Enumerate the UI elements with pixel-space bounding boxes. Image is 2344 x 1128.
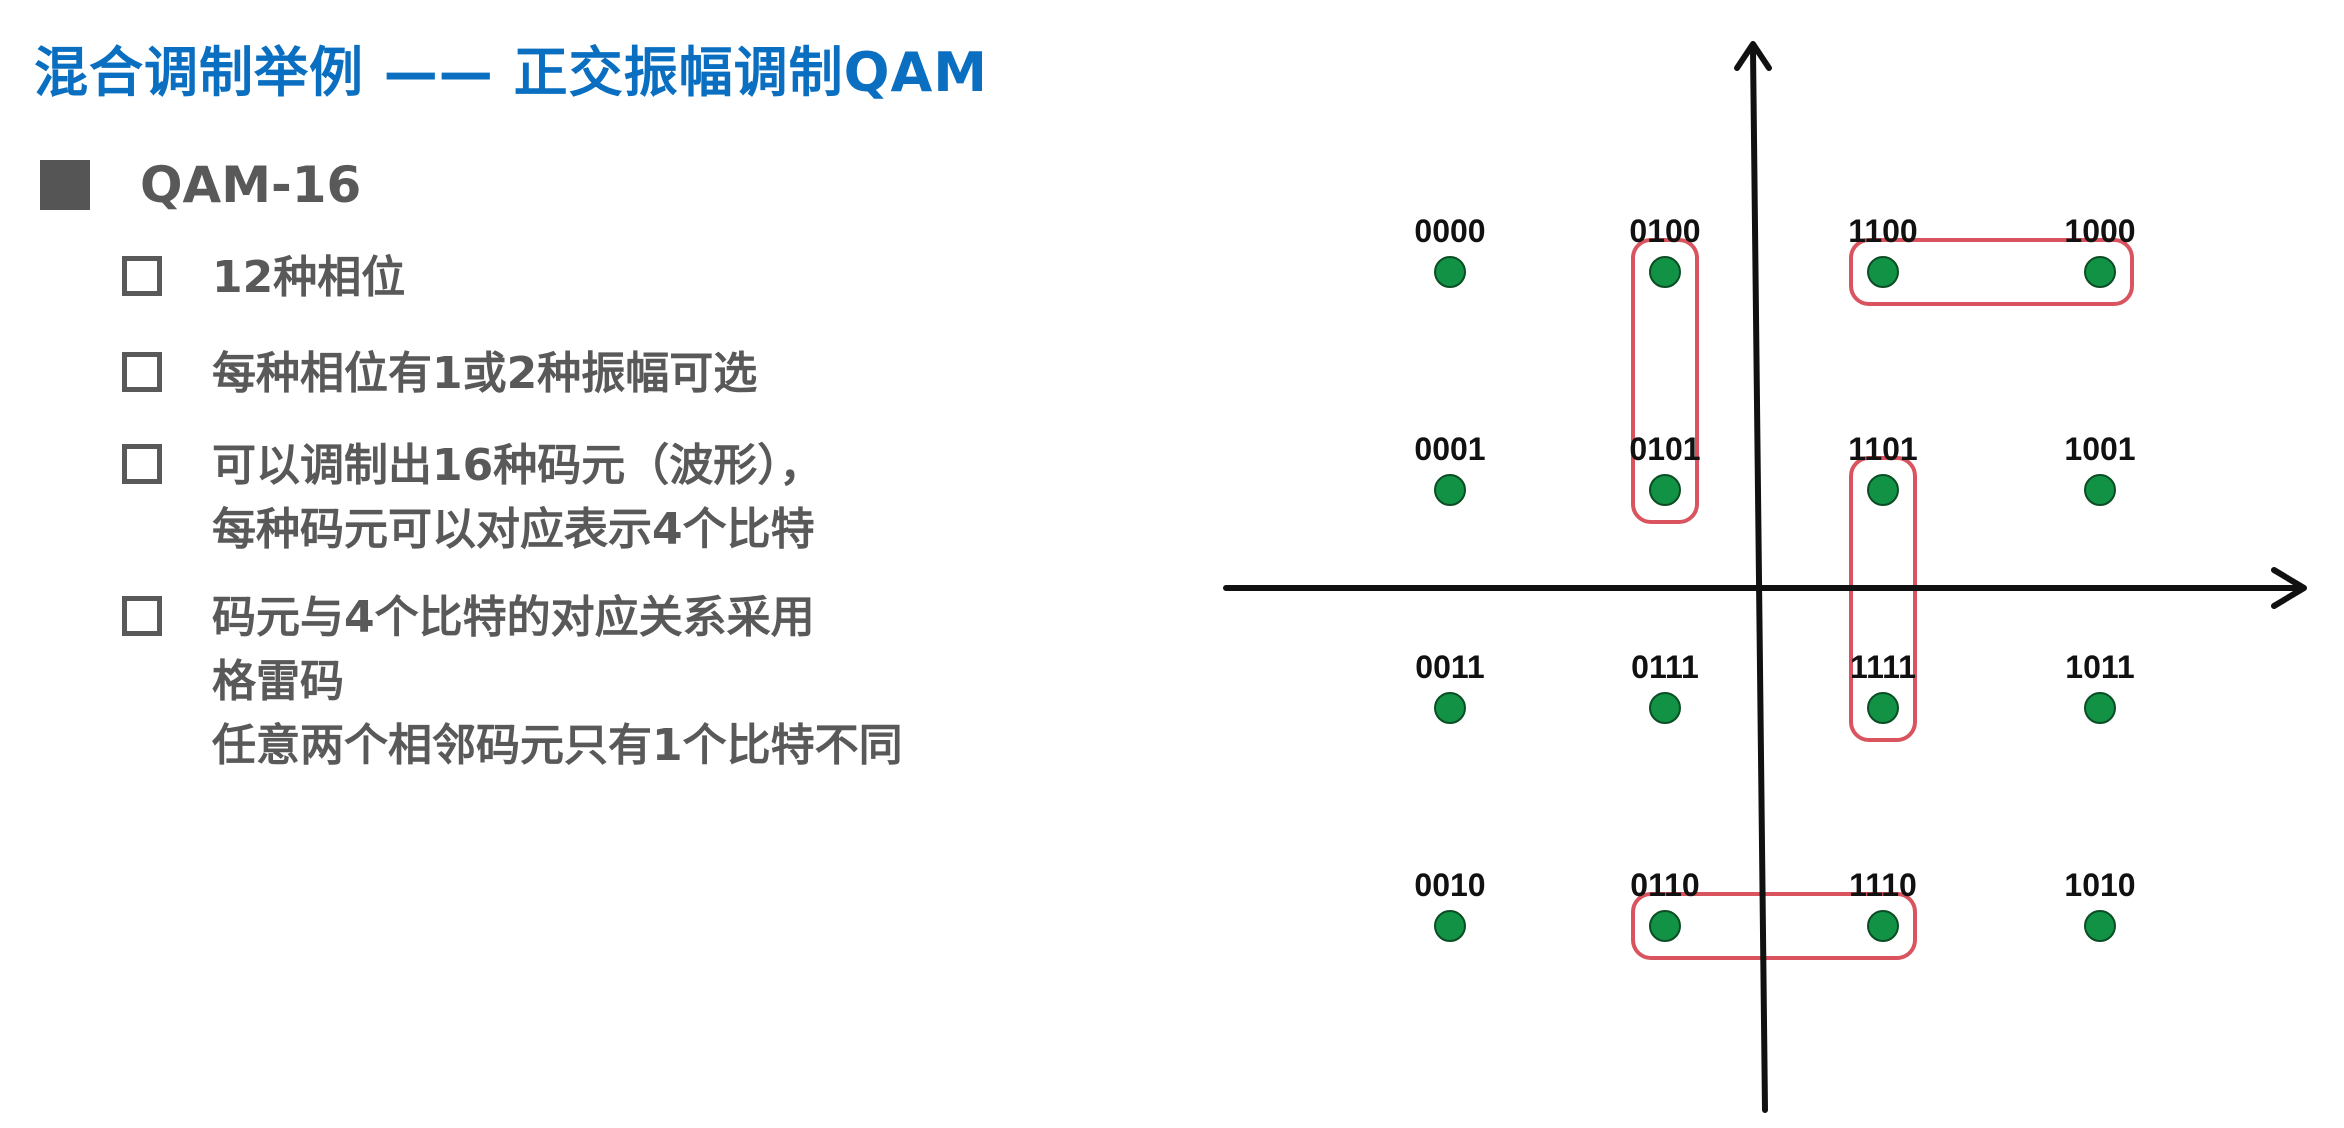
point-label: 0101: [1629, 431, 1700, 467]
highlight-group-outline: [1849, 238, 2134, 306]
point-marker: [1649, 910, 1681, 942]
point-label: 1100: [1848, 213, 1917, 249]
highlight-group-outline: [1849, 456, 1917, 742]
constellation-point: 1111: [1850, 649, 1916, 724]
point-label: 0011: [1415, 649, 1484, 685]
point-marker: [1434, 692, 1466, 724]
point-label: 0100: [1629, 213, 1700, 249]
point-marker: [1434, 256, 1466, 288]
constellation-point: 0011: [1415, 649, 1485, 724]
point-marker: [1867, 910, 1899, 942]
y-axis-arrow-icon: [1734, 41, 1772, 71]
point-label: 1001: [2064, 431, 2135, 467]
list-item-line: 12种相位: [212, 252, 406, 303]
hollow-square-bullet-icon: [122, 256, 162, 296]
list-item-text: 可以调制出16种码元（波形）， 每种码元可以对应表示4个比特: [212, 434, 823, 562]
point-marker: [1867, 474, 1899, 506]
point-marker: [2084, 474, 2116, 506]
list-item-text: 12种相位: [212, 246, 405, 310]
point-marker: [1434, 474, 1466, 506]
list-item-line: 每种码元可以对应表示4个比特: [212, 504, 815, 555]
list-item: 可以调制出16种码元（波形）， 每种码元可以对应表示4个比特: [122, 434, 823, 562]
section-bullet: QAM-16: [40, 150, 361, 220]
constellation-point: 1000: [2064, 213, 2136, 288]
point-label: 1011: [2065, 649, 2134, 685]
point-marker: [1649, 692, 1681, 724]
highlight-group-outline: [1631, 892, 1917, 960]
list-item: 12种相位: [122, 246, 405, 310]
point-label: 1111: [1850, 649, 1916, 685]
list-item-text: 码元与4个比特的对应关系采用 格雷码 任意两个相邻码元只有1个比特不同: [212, 586, 903, 778]
list-item-line: 格雷码: [212, 656, 344, 707]
list-item-line: 码元与4个比特的对应关系采用: [212, 592, 815, 643]
point-label: 0010: [1414, 867, 1485, 903]
hollow-square-bullet-icon: [122, 444, 162, 484]
list-item-line: 每种相位有1或2种振幅可选: [212, 348, 758, 399]
constellation-point: 0000: [1414, 213, 1486, 288]
point-marker: [1867, 256, 1899, 288]
point-label: 0110: [1630, 867, 1699, 903]
point-label: 0000: [1414, 213, 1485, 249]
list-item-line: 可以调制出16种码元（波形），: [212, 440, 824, 491]
point-label: 1010: [2064, 867, 2135, 903]
axes: [1223, 41, 2307, 1113]
point-label: 1000: [2064, 213, 2135, 249]
list-item: 每种相位有1或2种振幅可选: [122, 342, 757, 406]
x-axis-arrow-icon: [2271, 567, 2307, 609]
constellation-point: 0110: [1630, 867, 1700, 942]
constellation-point: 1001: [2064, 431, 2136, 506]
section-heading: QAM-16: [140, 156, 362, 214]
point-marker: [1649, 256, 1681, 288]
constellation-point: 0100: [1629, 213, 1701, 288]
constellation-point: 1011: [2065, 649, 2135, 724]
page-title: 混合调制举例 —— 正交振幅调制QAM: [34, 41, 989, 104]
filled-square-bullet-icon: [40, 160, 90, 210]
point-label: 0001: [1414, 431, 1485, 467]
point-label: 0111: [1631, 649, 1699, 685]
constellation-point: 1010: [2064, 867, 2136, 942]
list-item-line: 任意两个相邻码元只有1个比特不同: [212, 720, 903, 771]
constellation-points: 0000 0100 1100 1000 0001 0101 1101 1001 0011 0111…: [1414, 213, 2136, 942]
constellation-point: 0001: [1414, 431, 1486, 506]
list-item-text: 每种相位有1或2种振幅可选: [212, 342, 757, 406]
point-marker: [1867, 692, 1899, 724]
point-marker: [1434, 910, 1466, 942]
y-axis: [1750, 47, 1768, 1113]
point-marker: [2084, 256, 2116, 288]
point-marker: [2084, 692, 2116, 724]
point-marker: [1649, 474, 1681, 506]
highlight-groups: [1631, 238, 2134, 960]
constellation-point: 0010: [1414, 867, 1486, 942]
constellation-point: 1101: [1848, 431, 1918, 506]
constellation-point: 0101: [1629, 431, 1701, 506]
hollow-square-bullet-icon: [122, 596, 162, 636]
constellation-point: 1110: [1849, 867, 1917, 942]
point-label: 1110: [1849, 867, 1917, 903]
highlight-group-outline: [1631, 238, 1699, 524]
constellation-point: 0111: [1631, 649, 1699, 724]
point-label: 1101: [1848, 431, 1917, 467]
point-marker: [2084, 910, 2116, 942]
hollow-square-bullet-icon: [122, 352, 162, 392]
list-item: 码元与4个比特的对应关系采用 格雷码 任意两个相邻码元只有1个比特不同: [122, 586, 903, 778]
constellation-point: 1100: [1848, 213, 1918, 288]
